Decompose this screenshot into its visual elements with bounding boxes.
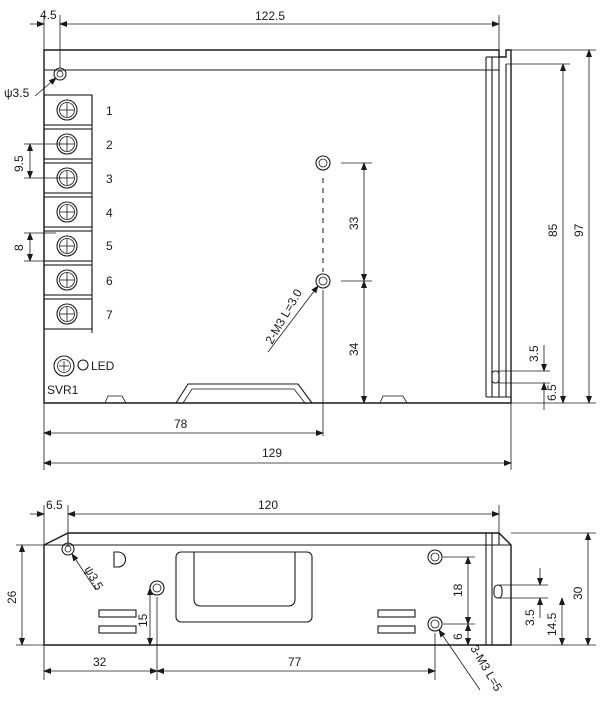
svr-potentiometer-icon bbox=[53, 355, 75, 377]
dim-screw-x1: 32 bbox=[93, 655, 107, 669]
dim-terminal-pitch bbox=[24, 143, 62, 179]
dim-side-overall-width: 120 bbox=[258, 498, 278, 512]
dim-side-overall-height: 30 bbox=[571, 586, 585, 600]
dim-screw-spacing-label: 18 bbox=[451, 583, 465, 597]
dim-screw-spacing bbox=[443, 556, 475, 646]
top-right-flange bbox=[485, 56, 511, 398]
svr-label: SVR1 bbox=[47, 383, 79, 397]
dim-left-offset: 4.5 bbox=[40, 8, 57, 22]
dim-side-height-left bbox=[16, 544, 44, 646]
dim-mount-span bbox=[341, 162, 372, 404]
d-marking-icon bbox=[113, 551, 126, 568]
dim-hole-dia: ψ3.5 bbox=[4, 86, 30, 100]
terminal-label: 2 bbox=[106, 138, 113, 152]
dim-screw-bottom-label: 6 bbox=[451, 633, 465, 640]
dim-slot-offset: 6.5 bbox=[545, 384, 559, 401]
dim-terminal-width-label: 8 bbox=[12, 244, 26, 251]
top-bottom-bump bbox=[175, 383, 313, 404]
terminal-label: 5 bbox=[106, 239, 113, 253]
dim-overall-width: 122.5 bbox=[255, 9, 285, 23]
terminal-label: 7 bbox=[106, 308, 113, 322]
dim-slot-width: 3.5 bbox=[527, 345, 541, 362]
dim-mount-span-lower: 34 bbox=[347, 342, 361, 356]
terminal-label: 1 bbox=[106, 104, 113, 118]
handle-inner bbox=[193, 552, 296, 607]
dim-screw-x2: 77 bbox=[288, 655, 302, 669]
top-view: 1 2 3 4 5 6 7 LED SVR1 4.5 bbox=[4, 8, 596, 470]
side-view: 6.5 120 ψ3.5 26 15 18 6 bbox=[5, 498, 596, 694]
terminal-label: 6 bbox=[106, 274, 113, 288]
dim-screw-x bbox=[43, 633, 436, 680]
dim-top-width bbox=[30, 15, 500, 68]
dim-mount-span-upper: 33 bbox=[347, 216, 361, 230]
dim-side-slot-width: 3.5 bbox=[523, 609, 537, 626]
dim-terminal-width bbox=[24, 232, 56, 262]
side-screw-spec: 3-M3 L=5 bbox=[467, 643, 505, 694]
terminal-label: 4 bbox=[106, 206, 113, 220]
dim-overall-height: 97 bbox=[572, 223, 586, 237]
dim-terminal-pitch-label: 9.5 bbox=[12, 155, 26, 172]
dim-side-width bbox=[30, 505, 500, 545]
dim-side-slot bbox=[499, 532, 596, 646]
handle-outer bbox=[175, 551, 313, 623]
led-icon bbox=[77, 359, 89, 371]
top-body-outline bbox=[43, 49, 512, 404]
dim-side-slot-height: 14.5 bbox=[545, 612, 559, 636]
dim-hole-x: 78 bbox=[174, 417, 188, 431]
dim-side-height-left-label: 26 bbox=[5, 590, 19, 604]
dim-length bbox=[43, 403, 512, 470]
dim-inner-height: 85 bbox=[546, 223, 560, 237]
vent-slots bbox=[98, 609, 416, 634]
dim-height bbox=[506, 49, 596, 404]
led-label: LED bbox=[91, 359, 115, 373]
dim-overall-length: 129 bbox=[262, 446, 282, 460]
mount-screw-icon bbox=[315, 273, 331, 289]
dim-side-hole-dia: ψ3.5 bbox=[81, 564, 106, 593]
terminal-block bbox=[43, 94, 93, 333]
side-screw-icon bbox=[427, 616, 443, 632]
dim-screw-height bbox=[147, 587, 158, 680]
dim-screw-height-label: 15 bbox=[136, 613, 150, 627]
side-screw-icon bbox=[427, 549, 443, 565]
terminal-label: 3 bbox=[106, 172, 113, 186]
dim-slot bbox=[499, 345, 550, 410]
side-screw-icon bbox=[149, 580, 165, 596]
dim-side-left-offset: 6.5 bbox=[46, 498, 63, 512]
mount-screw-spec: 2-M3 L=3.0 bbox=[262, 286, 305, 346]
mount-screw-icon bbox=[315, 155, 331, 171]
